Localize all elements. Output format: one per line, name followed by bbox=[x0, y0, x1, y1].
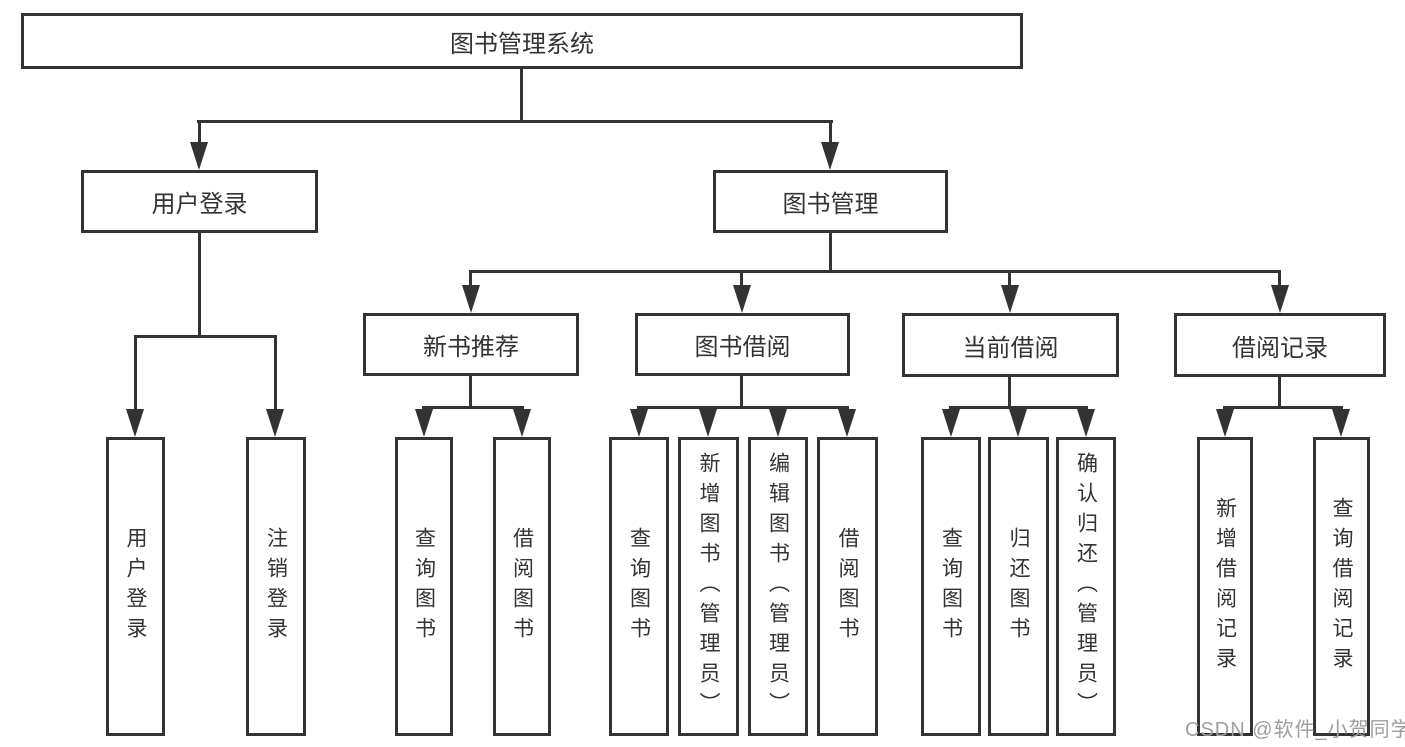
leaf-label: 借阅图书 bbox=[836, 526, 859, 647]
arrow-down-icon bbox=[1009, 409, 1027, 437]
connector-line bbox=[1008, 270, 1011, 290]
node-user-login: 用户登录 bbox=[81, 170, 318, 233]
leaf-label: 查询图书 bbox=[412, 526, 436, 647]
connector-line bbox=[1223, 406, 1343, 409]
arrow-down-icon bbox=[1271, 285, 1289, 313]
connector-line bbox=[134, 335, 137, 412]
leaf-label: 查询图书 bbox=[939, 526, 963, 647]
connector-line bbox=[829, 120, 832, 146]
arrow-down-icon bbox=[1077, 409, 1095, 437]
arrow-down-icon bbox=[838, 409, 856, 437]
arrow-down-icon bbox=[415, 409, 433, 437]
leaf-label: 新增借阅记录 bbox=[1213, 496, 1237, 677]
leaf-return-books: 归还图书 bbox=[988, 437, 1049, 736]
connector-line bbox=[520, 69, 523, 122]
node-label: 借阅记录 bbox=[1232, 334, 1328, 362]
arrow-down-icon bbox=[1332, 409, 1350, 437]
arrow-down-icon bbox=[699, 409, 717, 437]
connector-line bbox=[469, 376, 472, 409]
node-label: 图书管理 bbox=[782, 191, 879, 218]
connector-line bbox=[949, 406, 1088, 409]
connector-line bbox=[1278, 270, 1281, 290]
arrow-down-icon bbox=[1216, 409, 1234, 437]
leaf-add-books-admin: 新增图书（管理员） bbox=[678, 437, 739, 736]
leaf-label: 查询借阅记录 bbox=[1330, 496, 1353, 677]
connector-line bbox=[740, 376, 743, 409]
node-library-management-system: 图书管理系统 bbox=[21, 13, 1023, 69]
connector-line bbox=[274, 335, 277, 412]
connector-line bbox=[198, 120, 201, 146]
connector-line bbox=[469, 270, 1281, 273]
leaf-add-borrow-record: 新增借阅记录 bbox=[1197, 437, 1253, 736]
leaf-label: 查询图书 bbox=[627, 526, 651, 647]
connector-line bbox=[829, 233, 832, 273]
connector-line bbox=[197, 120, 833, 123]
leaf-label: 新增图书（管理员） bbox=[697, 451, 720, 722]
node-label: 当前借阅 bbox=[962, 334, 1059, 362]
leaf-label: 用户登录 bbox=[124, 526, 147, 647]
leaf-confirm-return-admin: 确认归还（管理员） bbox=[1056, 437, 1116, 736]
arrow-down-icon bbox=[126, 409, 144, 437]
node-new-book-recommend: 新书推荐 bbox=[363, 313, 579, 376]
connector-line bbox=[198, 233, 201, 338]
arrow-down-icon bbox=[462, 285, 480, 313]
leaf-borrow-books: 借阅图书 bbox=[817, 437, 878, 736]
node-borrow-records: 借阅记录 bbox=[1174, 313, 1386, 377]
leaf-borrow-books-recommend: 借阅图书 bbox=[493, 437, 551, 736]
node-book-borrow: 图书借阅 bbox=[635, 313, 850, 376]
leaf-user-login: 用户登录 bbox=[106, 437, 165, 736]
leaf-label: 编辑图书（管理员） bbox=[766, 451, 790, 722]
arrow-down-icon bbox=[733, 285, 751, 313]
arrow-down-icon bbox=[513, 409, 531, 437]
leaf-label: 注销登录 bbox=[264, 526, 288, 647]
arrow-down-icon bbox=[821, 142, 839, 170]
leaf-edit-books-admin: 编辑图书（管理员） bbox=[748, 437, 808, 736]
arrow-down-icon bbox=[190, 142, 208, 170]
connector-line bbox=[1008, 377, 1011, 409]
leaf-label: 归还图书 bbox=[1007, 526, 1030, 647]
connector-line bbox=[134, 335, 277, 338]
connector-line bbox=[422, 406, 524, 409]
connector-line bbox=[740, 270, 743, 290]
arrow-down-icon bbox=[769, 409, 787, 437]
arrow-down-icon bbox=[1001, 285, 1019, 313]
leaf-query-books-recommend: 查询图书 bbox=[395, 437, 453, 736]
node-book-management: 图书管理 bbox=[713, 170, 948, 233]
connector-line bbox=[637, 406, 849, 409]
node-current-borrow: 当前借阅 bbox=[902, 313, 1119, 377]
arrow-down-icon bbox=[630, 409, 648, 437]
leaf-label: 确认归还（管理员） bbox=[1074, 451, 1098, 722]
connector-line bbox=[1278, 377, 1281, 409]
leaf-query-books-current: 查询图书 bbox=[921, 437, 981, 736]
leaf-label: 借阅图书 bbox=[510, 526, 534, 647]
leaf-query-borrow-record: 查询借阅记录 bbox=[1313, 437, 1370, 736]
csdn-watermark: CSDN @软件_小贺同学 bbox=[1185, 719, 1405, 741]
leaf-logout: 注销登录 bbox=[246, 437, 306, 736]
arrow-down-icon bbox=[942, 409, 960, 437]
node-label: 图书管理系统 bbox=[450, 30, 594, 58]
node-label: 新书推荐 bbox=[423, 334, 519, 361]
node-label: 用户登录 bbox=[151, 191, 248, 218]
leaf-query-books-borrow: 查询图书 bbox=[609, 437, 669, 736]
connector-line bbox=[469, 270, 472, 290]
node-label: 图书借阅 bbox=[694, 334, 791, 361]
arrow-down-icon bbox=[266, 409, 284, 437]
